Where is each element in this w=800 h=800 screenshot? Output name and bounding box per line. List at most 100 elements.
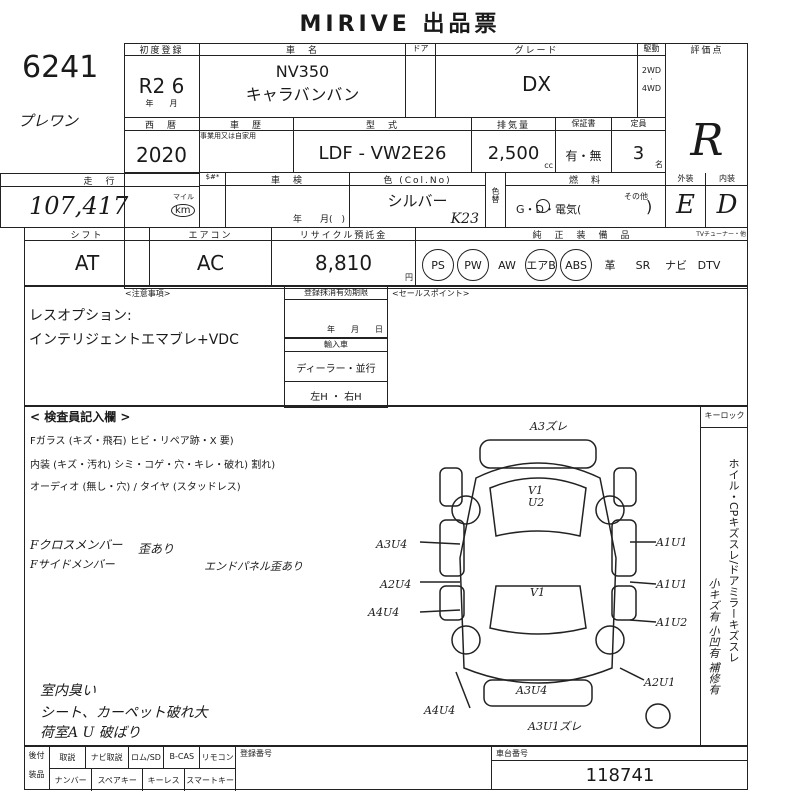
car-outline [419,439,671,729]
car-name-label: 車 名 [200,43,405,56]
diagram-note-bottom-b: A3U1ズレ [528,720,582,733]
warranty-cell: 保証書 有・無 [556,118,612,173]
hand-distortion: 歪あり [138,542,175,556]
color-change-label: 色替 [491,187,500,203]
diagram-note-right3: A1U2 [656,616,688,629]
drive-label: 駆動 [638,43,665,56]
equip-dtv: DTV [697,258,721,272]
tv-tuner-label: TVチューナー・他 [696,231,746,238]
capacity-label: 定員 [612,118,665,131]
leader-left-3 [419,609,461,613]
diagram-note-u2: U2 [528,496,545,509]
footer-label-after: 後付 [28,751,45,760]
shaken-label: 車 検 [226,173,349,186]
import-cell: 輸入車 ディーラー・並行 左H ・ 右H [284,338,388,408]
equip-aw: AW [498,258,516,272]
color-label: 色 (Col.No) [350,173,485,186]
door-right-rear [611,585,637,621]
diagram-note-right4: A2U1 [644,676,676,689]
fuel-label: 燃 料 [506,173,665,186]
year-value: 2020 [136,143,187,167]
mileage-cell: 走 行 107,417 マイル km [0,173,200,228]
footer [24,746,748,790]
grade-label: グレード [436,43,637,56]
ac-cell: エアコン AC [150,228,272,286]
form-title: MIRIVE 出品票 [299,12,501,37]
footer-item-navi-manual: ナビ取説 [86,746,129,768]
import-dealer: ディーラー・並行 [285,352,387,382]
side-column: ホイル・CPキズスレ/ドアミラーキズスレ 小キズ有 小凹有 補修有 [700,428,748,746]
equip-airbag: エアB [525,249,557,281]
shaken-ym: 年 月( ) [292,215,345,225]
diagram-note-top: A3ズレ [530,420,567,433]
diagram-note-left2: A2U4 [380,578,412,591]
front-bumper [479,439,597,469]
caution-line1: レスオプション: [29,308,132,324]
leader-left-1 [419,541,461,545]
leader-right-3 [629,619,657,623]
import-label: 輸入車 [285,339,387,352]
keylock-cell: キーロック [700,406,748,428]
caution-label: <注意事項> [125,289,171,298]
model-value: LDF - VW2E26 [318,143,447,164]
footer-item-smart-key: スマートキー [185,769,236,791]
footer-items: 取説 ナビ取説 ロム/SD B-CAS リモコン ナンバー スペアキー キーレス… [50,746,237,791]
diagram-note-right2: A1U1 [656,578,688,591]
ac-label: エアコン [150,228,271,241]
import-handle: 左H ・ 右H [310,392,362,403]
equipment-label: 純 正 装 備 品 [416,228,748,241]
door-left [439,519,465,577]
spare-tire [645,703,671,729]
footer-item-keyless: キーレス [143,769,186,791]
hand-end-panel: エンドパネル歪あり [204,560,303,573]
ext-value: E [676,190,695,220]
wheel-fr [595,495,625,525]
color-change-cell: 色替 [486,173,506,228]
mileage-value: 107,417 [29,192,129,220]
model-label: 型 式 [294,118,471,131]
footer-item-bcas: B-CAS [164,746,201,768]
year-cell: 西 暦 2020 [124,118,200,173]
disp-unit: cc [544,161,553,170]
windshield [489,477,587,537]
car-name-2: キャラバンバン [245,85,360,104]
inspection-glass: Fガラス (キズ・飛石) ヒビ・リペア跡・X 要) [30,436,234,447]
leader-right-4 [619,667,645,681]
footer-reg-no-label: 登録番号 [240,749,272,758]
footer-chassis-cell: 車台番号 118741 [492,746,748,790]
ac-value: AC [196,251,225,275]
sales-point-label: <セールスポイント> [392,289,470,298]
color-cell: 色 (Col.No) シルバー K23 [350,173,486,228]
side-text-2: 小キズ有 小凹有 補修有 [707,578,720,695]
capacity-unit: 名 [655,160,663,169]
color-value: シルバー [387,192,448,210]
inspection-interior: 内装 (キズ・汚れ) シミ・コゲ・穴・キレ・破れ) 割れ) [30,460,276,471]
car-name-1: NV350 [275,62,330,81]
diagram-note-left3: A4U4 [368,606,400,619]
eval-cell: 評価点 R [666,43,748,173]
inspection-section [24,406,748,746]
recycle-label: リサイクル預託金 [272,228,415,241]
ext-label: 外装 [666,173,705,186]
car-diagram [419,439,671,729]
diagram-note-v1: V1 [528,484,543,497]
footer-chassis-label: 車台番号 [492,746,748,761]
sharp-label: $#* [200,173,225,186]
fuel-d-circle [536,199,550,213]
grade-value: DX [521,72,552,96]
reg-cell: 初度登録 R2 6 年 月 [124,43,200,118]
footer-label-cell: 後付 装品 [24,746,50,790]
wheel-rr [595,625,625,655]
hand-f-side: Fサイドメンバー [30,558,115,571]
int-cell: 内装 D [706,173,748,228]
ext-cell: 外装 E [666,173,706,228]
recycle-value: 8,810 [314,251,373,275]
recycle-cell: リサイクル預託金 8,810 円 [272,228,416,286]
hand-seat: シート、カーペット破れ大 [40,705,208,721]
capacity-value: 3 [632,143,645,164]
footer-chassis-value: 118741 [585,765,655,786]
top-grid [124,43,748,289]
footer-items-row2: ナンバー スペアキー キーレス スマートキー [50,769,236,791]
reg-expiry-cell: 登録抹消有効期限 年 月 日 [284,286,388,338]
year-label: 西 暦 [124,118,199,131]
